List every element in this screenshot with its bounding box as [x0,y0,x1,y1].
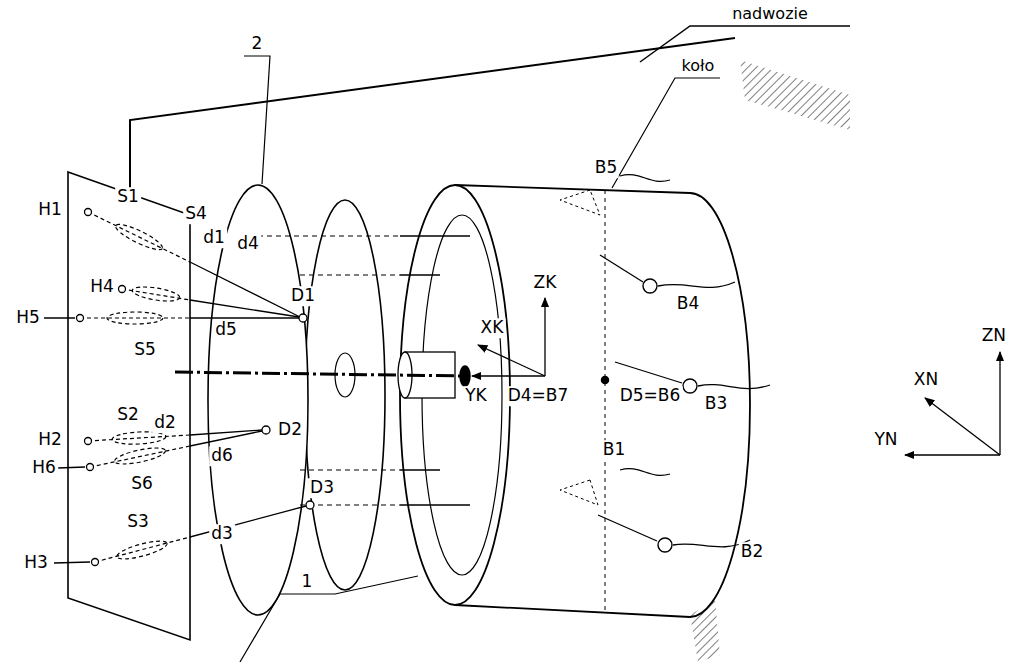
part-label: S4 [183,204,209,224]
part-label: B5 [593,158,619,178]
part-label: B1 [601,440,627,460]
part-label: H5 [14,308,42,328]
part-label: S3 [125,512,151,532]
part-label: S5 [132,340,158,360]
part-label: 1 [300,572,315,592]
part-label: S2 [115,405,141,425]
part-label: XN [912,370,940,390]
part-label: d4 [235,234,261,254]
part-label: d3 [209,524,235,544]
part-label: YK [463,386,489,406]
part-label: koło [680,57,717,75]
part-label: B3 [703,394,729,414]
part-label: H1 [36,200,64,220]
part-label: D2 [276,420,304,440]
part-label: YN [872,430,899,450]
part-label: d2 [152,413,178,433]
part-label: H3 [22,553,50,573]
part-label: ZK [532,273,559,293]
part-label: D3 [308,478,336,498]
part-label: S1 [115,187,141,207]
part-label: d5 [213,320,239,340]
part-label: H4 [88,277,116,297]
part-label: D1 [289,286,317,306]
part-label: D5=B6 [618,386,683,406]
part-label: H6 [30,458,58,478]
part-label: d1 [201,228,227,248]
part-label: nadwozie [730,5,810,23]
part-label: d6 [209,446,235,466]
part-label: D4=B7 [506,386,571,406]
part-label: 2 [250,34,265,54]
part-label: B2 [739,542,765,562]
part-label: ZN [980,326,1008,346]
part-label: B4 [675,294,701,314]
part-label: H2 [36,430,64,450]
part-label: XK [479,318,506,338]
part-label: S6 [129,474,155,494]
